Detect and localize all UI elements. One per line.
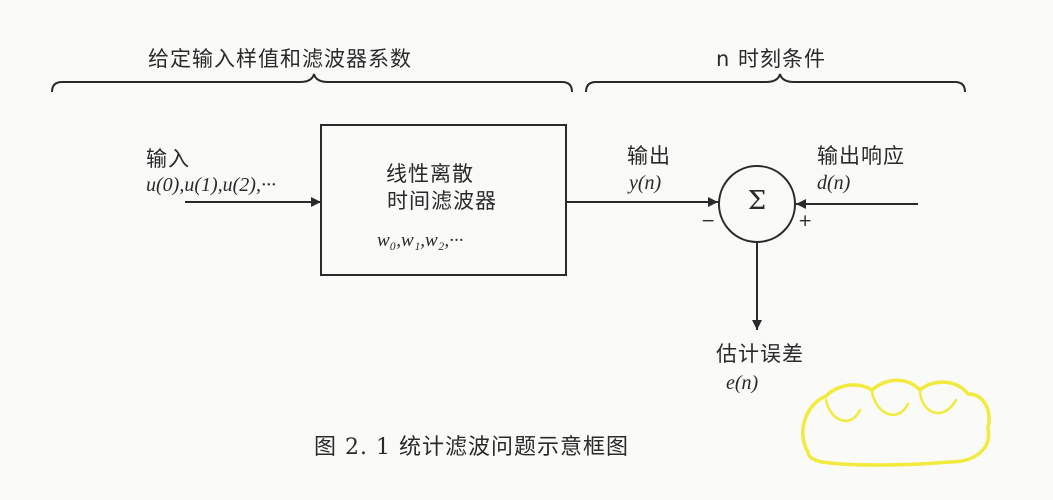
filter-block bbox=[320, 124, 567, 276]
right-brace bbox=[585, 73, 966, 93]
left-brace bbox=[51, 73, 573, 93]
output-label: 输出 bbox=[627, 144, 671, 168]
figure-caption: 图 2. 1 统计滤波问题示意框图 bbox=[314, 435, 629, 460]
yellow-highlight-inner bbox=[824, 390, 958, 422]
filter-title-line1: 线性离散 bbox=[386, 162, 474, 186]
left-brace-label: 给定输入样值和滤波器系数 bbox=[148, 47, 412, 71]
error-signal: e(n) bbox=[726, 372, 759, 394]
summer-plus-sign: + bbox=[798, 211, 813, 231]
error-label: 估计误差 bbox=[716, 342, 804, 366]
filter-coefficients: w₀,w₁,w₂,··· bbox=[377, 230, 464, 251]
input-signal: u(0),u(1),u(2),··· bbox=[146, 174, 276, 196]
summer-symbol: Σ bbox=[747, 186, 767, 216]
output-signal: y(n) bbox=[629, 172, 662, 194]
filter-title-line2: 时间滤波器 bbox=[387, 189, 497, 213]
desired-label: 输出响应 bbox=[817, 144, 905, 168]
desired-signal: d(n) bbox=[817, 172, 851, 194]
input-label: 输入 bbox=[146, 147, 190, 171]
right-brace-label: n 时刻条件 bbox=[716, 47, 826, 71]
yellow-highlight-scribble bbox=[801, 378, 991, 467]
summer-minus-sign: − bbox=[701, 211, 716, 231]
